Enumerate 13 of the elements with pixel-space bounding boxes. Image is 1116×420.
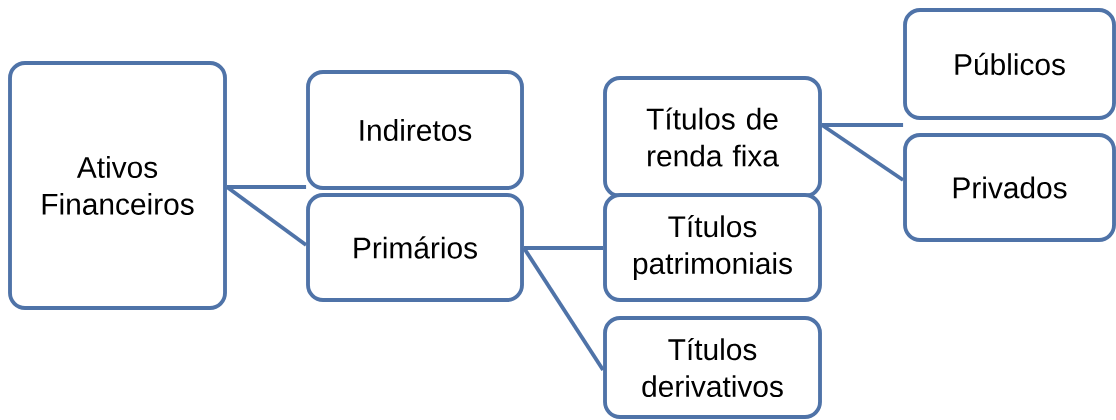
connector-line <box>225 185 308 247</box>
process-box: Indiretos <box>306 70 524 190</box>
connector-line <box>820 123 905 182</box>
process-box: Títulos patrimoniais <box>603 193 822 302</box>
process-box: Títulos derivativos <box>603 316 822 419</box>
connector-line <box>523 246 604 250</box>
connector-line <box>226 185 307 189</box>
process-box: Ativos Financeiros <box>8 61 227 310</box>
connector-line <box>522 246 605 372</box>
process-box: Títulos de renda fixa <box>603 76 822 198</box>
process-box: Públicos <box>903 8 1116 120</box>
process-box: Primários <box>306 193 524 302</box>
process-box: Privados <box>903 133 1116 242</box>
